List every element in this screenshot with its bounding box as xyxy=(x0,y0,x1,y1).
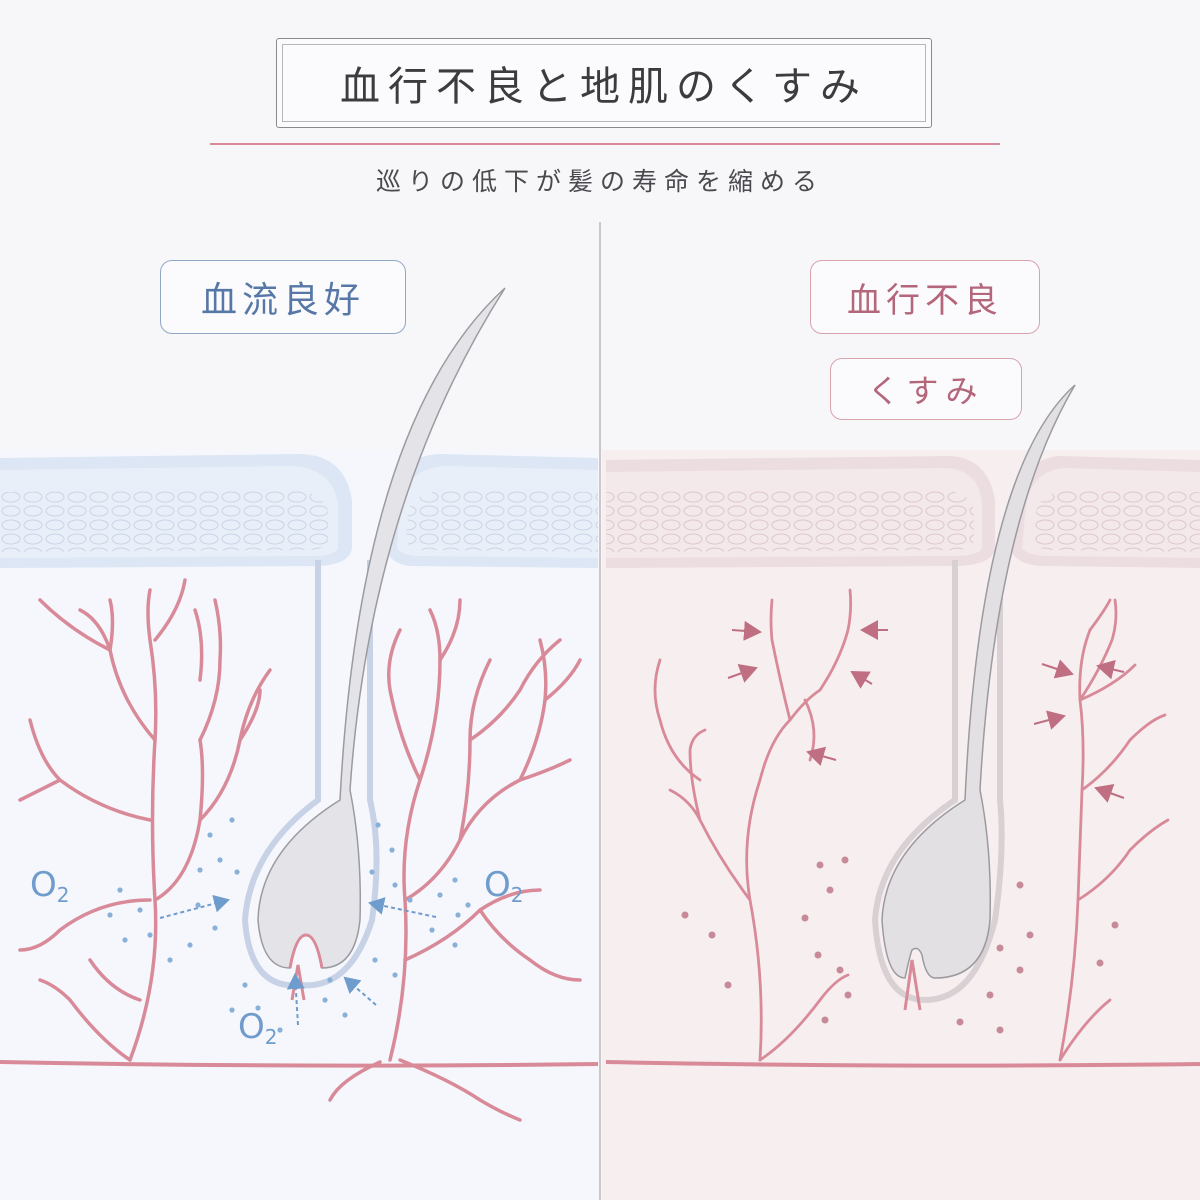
dull-dots xyxy=(681,856,1119,1034)
label-poor-text: 血行不良 xyxy=(847,280,1003,321)
label-good-circulation: 血流良好 xyxy=(160,260,406,334)
capillaries-poor xyxy=(653,588,1170,1062)
title-underline xyxy=(210,143,1000,145)
label-dull-text: くすみ xyxy=(867,372,985,410)
label-good-text: 血流良好 xyxy=(200,280,365,321)
oxygen-label-left: O2 xyxy=(30,865,70,905)
title-frame: 血行不良と地肌のくすみ xyxy=(276,38,932,128)
oxygen-symbol: O xyxy=(30,865,57,905)
panel-poor xyxy=(602,384,1200,1200)
label-dullness: くすみ xyxy=(830,358,1022,420)
oxygen-dots xyxy=(107,817,471,1033)
hair-shaft-right xyxy=(881,384,1076,979)
oxygen-subscript: 2 xyxy=(264,1025,278,1049)
oxygen-label-bottom: O2 xyxy=(238,1007,278,1047)
page-subtitle: 巡りの低下が髪の寿命を縮める xyxy=(375,167,824,196)
oxygen-symbol: O xyxy=(484,865,511,905)
capillaries-good-left xyxy=(18,578,272,1062)
follicle-sheath-right xyxy=(871,560,1005,1004)
capillaries-good-right xyxy=(328,598,582,1122)
oxygen-subscript: 2 xyxy=(56,883,70,907)
constriction-arrows xyxy=(727,620,1125,803)
oxygen-subscript: 2 xyxy=(510,883,524,907)
label-poor-circulation: 血行不良 xyxy=(810,260,1040,334)
oxygen-label-right: O2 xyxy=(484,865,524,905)
oxygen-arrows xyxy=(159,894,437,1026)
page-title: 血行不良と地肌のくすみ xyxy=(340,64,868,110)
oxygen-symbol: O xyxy=(238,1007,265,1047)
panel-good xyxy=(0,287,599,1200)
